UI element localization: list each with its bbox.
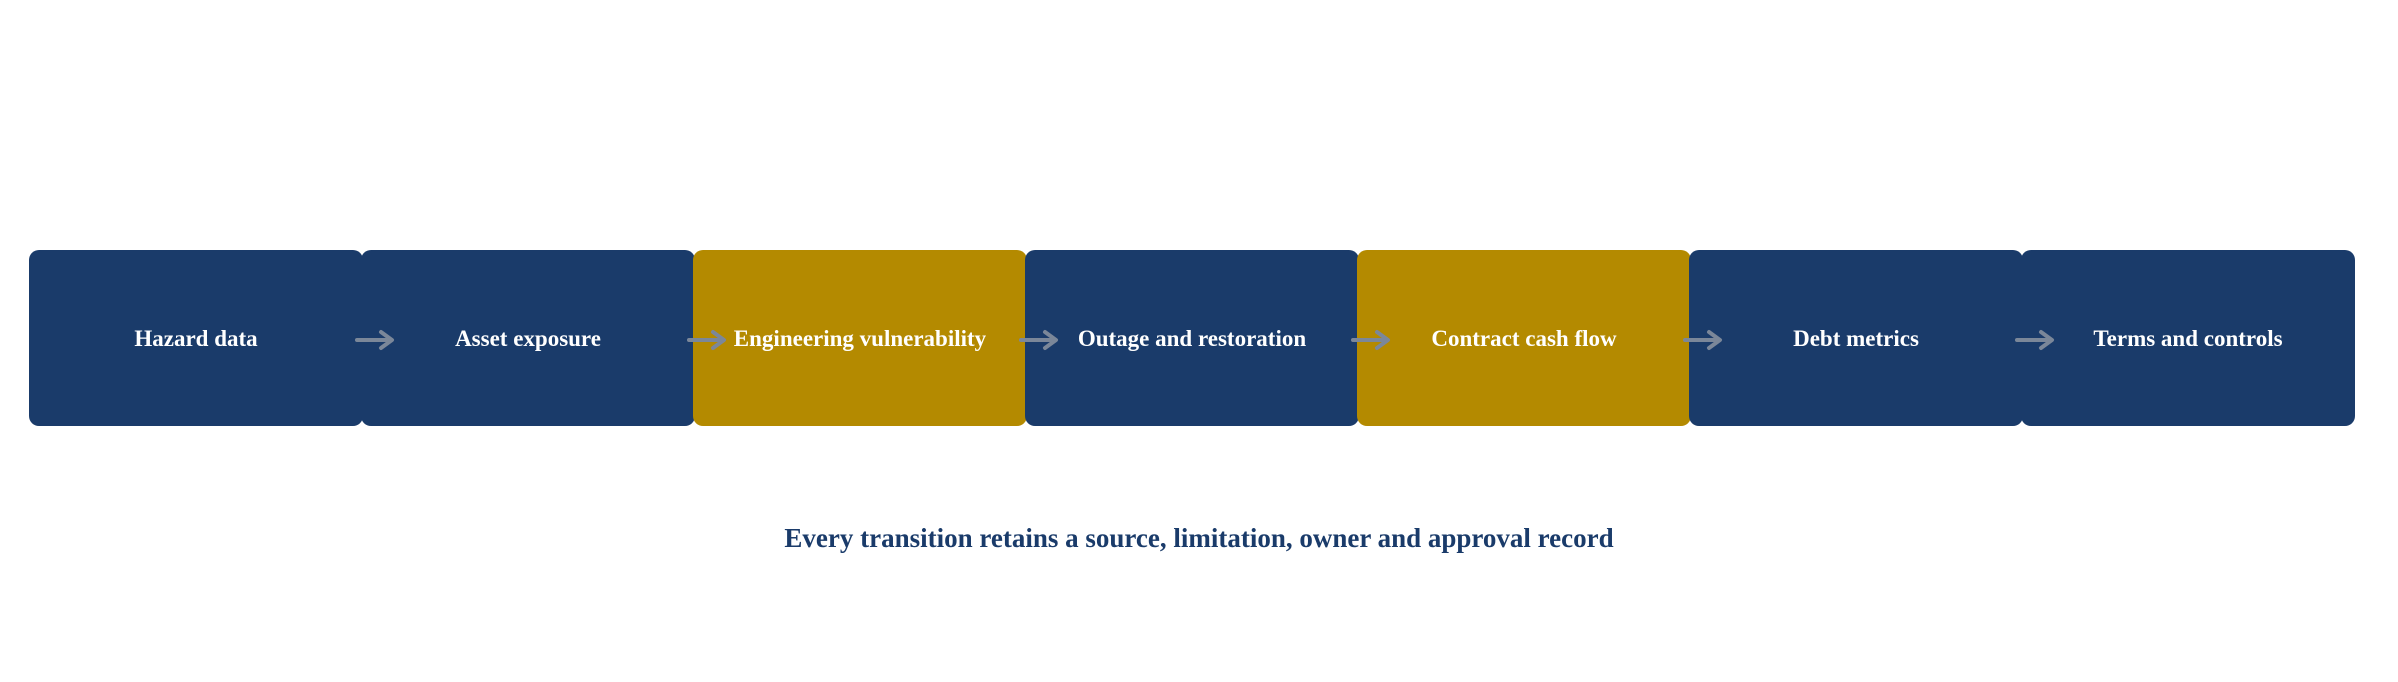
arrow-head xyxy=(1707,330,1722,350)
stage-4: Outage and restoration xyxy=(1025,250,1359,426)
stage-label: Contract cash flow xyxy=(1431,326,1617,351)
stage-1: Hazard data xyxy=(29,250,363,426)
stage-2: Asset exposure xyxy=(361,250,695,426)
stage-box xyxy=(2021,250,2355,426)
arrow-right-icon xyxy=(1351,330,1390,350)
stage-box xyxy=(693,250,1027,426)
arrow-right-icon xyxy=(1683,330,1722,350)
stage-box xyxy=(1357,250,1691,426)
stage-label: Outage and restoration xyxy=(1078,326,1307,351)
stage-6: Debt metrics xyxy=(1689,250,2023,426)
arrow-right-icon xyxy=(687,330,726,350)
stage-label: Terms and controls xyxy=(2093,326,2282,351)
diagram-caption: Every transition retains a source, limit… xyxy=(784,523,1613,553)
arrow-head xyxy=(2039,330,2054,350)
stage-3: Engineering vulnerability xyxy=(693,250,1027,426)
arrow-head xyxy=(379,330,394,350)
stage-label: Asset exposure xyxy=(455,326,601,351)
stage-label: Debt metrics xyxy=(1793,326,1919,351)
stage-row: Hazard data Asset exposure Engineering vul… xyxy=(29,250,2355,426)
stage-box xyxy=(29,250,363,426)
stage-5: Contract cash flow xyxy=(1357,250,1691,426)
stage-box xyxy=(1689,250,2023,426)
arrow-right-icon xyxy=(1019,330,1058,350)
stage-label: Engineering vulnerability xyxy=(734,326,987,351)
connector-row xyxy=(355,330,2054,350)
arrow-head xyxy=(1043,330,1058,350)
stage-box xyxy=(361,250,695,426)
arrow-head xyxy=(711,330,726,350)
stage-7: Terms and controls xyxy=(2021,250,2355,426)
arrow-right-icon xyxy=(2015,330,2054,350)
stage-label: Hazard data xyxy=(134,326,258,351)
stage-box xyxy=(1025,250,1359,426)
arrow-right-icon xyxy=(355,330,394,350)
arrow-head xyxy=(1375,330,1390,350)
